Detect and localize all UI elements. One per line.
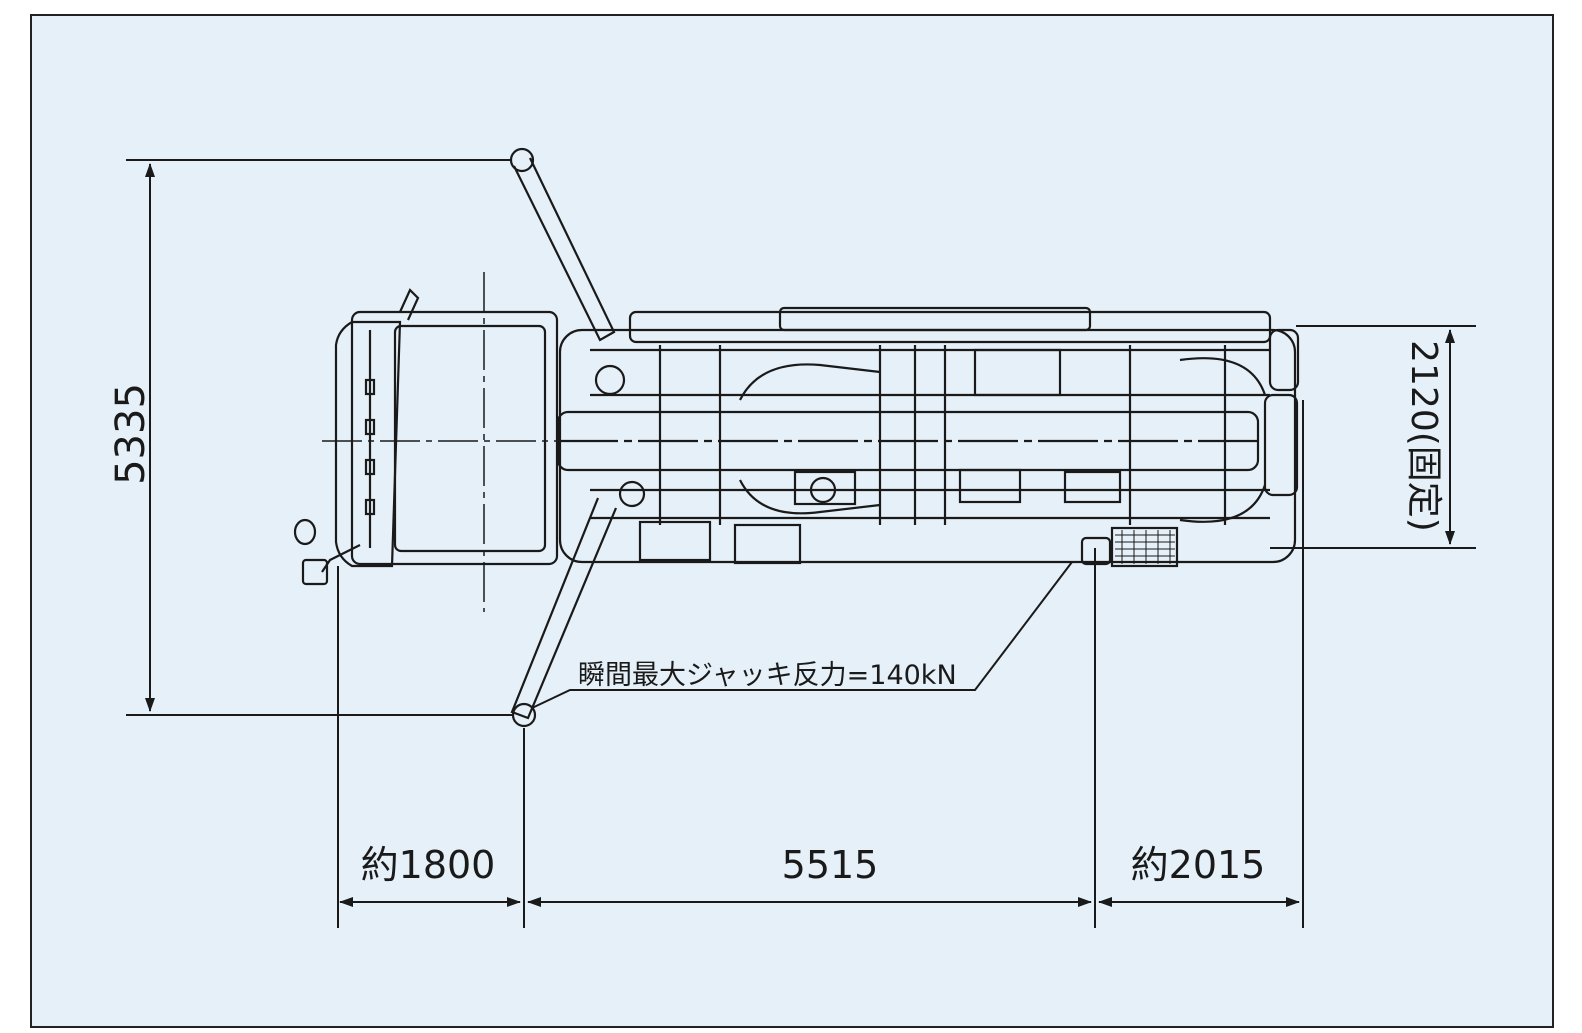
jack-reaction-label: 瞬間最大ジャッキ反力=140kN xyxy=(578,660,957,691)
truck-outline xyxy=(293,288,1300,586)
dimension-lines xyxy=(126,159,1476,928)
cab-centerlines xyxy=(322,272,560,612)
outrigger-legs xyxy=(509,147,646,728)
dim-rear-overhang: 約2015 xyxy=(1131,843,1266,887)
rear-grille xyxy=(1115,530,1175,564)
dim-outrigger-span: 5335 xyxy=(108,383,154,485)
diagram-frame xyxy=(30,14,1554,1028)
dim-outrigger-base: 5515 xyxy=(782,843,879,887)
dim-front-overhang: 約1800 xyxy=(361,843,496,887)
dim-body-width: 2120(固定) xyxy=(1403,340,1444,532)
